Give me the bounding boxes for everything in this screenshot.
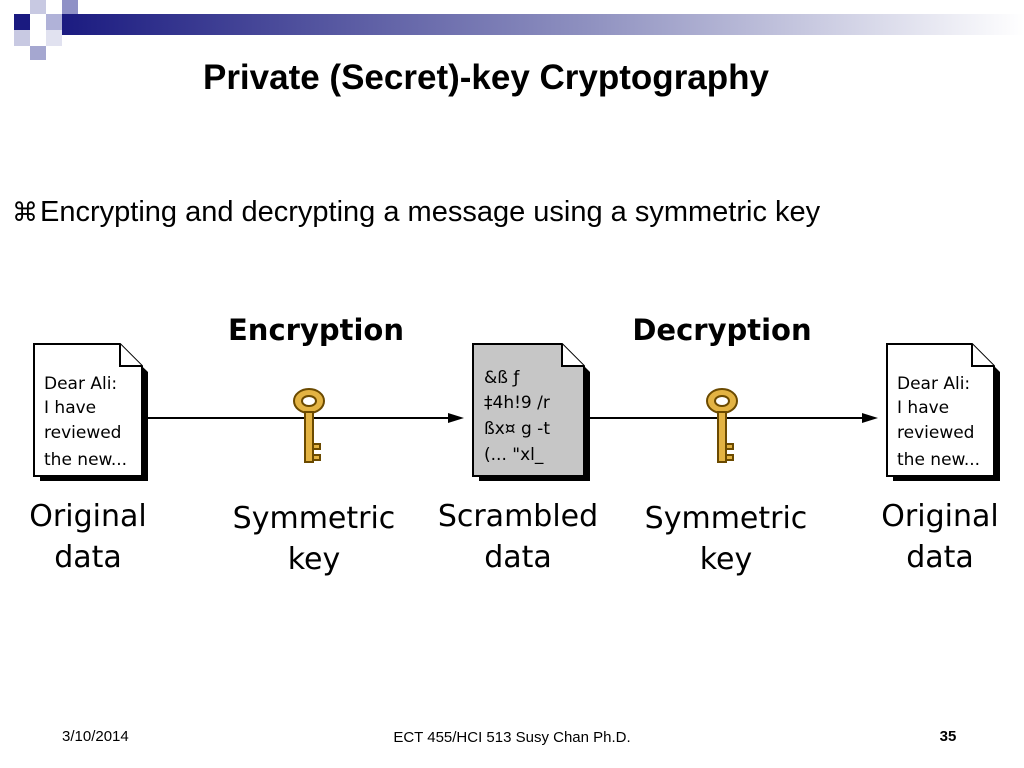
caption-key-right: key: [700, 542, 753, 577]
deco-square: [46, 30, 62, 46]
encryption-diagram: Encryption Decryption Dear Ali: I have r…: [29, 313, 1000, 577]
doc-line: I have: [897, 398, 949, 418]
caption-original-right: data: [906, 540, 974, 575]
doc-line: Dear Ali:: [44, 374, 117, 394]
doc-line: I have: [44, 398, 96, 418]
doc-line: reviewed: [897, 423, 974, 443]
original-document-right-icon: Dear Ali: I have reviewed the new...: [886, 343, 1000, 481]
encryption-header: Encryption: [228, 313, 404, 347]
caption-key-left: Symmetric: [233, 501, 396, 536]
doc-line: the new...: [897, 450, 980, 470]
doc-line: &ß ƒ: [484, 368, 520, 388]
key-icon: [293, 388, 325, 463]
doc-line: (... "xl_: [484, 445, 544, 465]
bullet-text: Encrypting and decrypting a message usin…: [40, 196, 821, 228]
footer-date: 3/10/2014: [62, 728, 129, 745]
caption-scrambled: Scrambled: [438, 499, 598, 534]
caption-scrambled: data: [484, 540, 552, 575]
header-gradient-bar: [58, 14, 1024, 35]
arrow-head: [862, 413, 878, 423]
decryption-header: Decryption: [632, 313, 811, 347]
doc-line: ‡4h!9 /r: [484, 393, 550, 413]
caption-original-right: Original: [881, 499, 998, 534]
scrambled-document-icon: &ß ƒ ‡4h!9 /r ßx¤ g -t (... "xl_: [472, 343, 590, 481]
caption-key-left: key: [288, 542, 341, 577]
doc-line: the new...: [44, 450, 127, 470]
doc-line: Dear Ali:: [897, 374, 970, 394]
deco-square: [14, 14, 30, 30]
deco-square: [30, 46, 46, 60]
corner-decoration: [14, 0, 1024, 60]
deco-square: [62, 0, 78, 14]
caption-original-left: data: [54, 540, 122, 575]
deco-square: [46, 14, 62, 30]
original-document-left-icon: Dear Ali: I have reviewed the new...: [33, 343, 148, 481]
bullet-item: ⌘Encrypting and decrypting a message usi…: [12, 196, 820, 229]
page-number: 35: [939, 728, 957, 745]
arrow-head: [448, 413, 464, 423]
caption-original-left: Original: [29, 499, 146, 534]
caption-key-right: Symmetric: [645, 501, 808, 536]
deco-square: [30, 0, 46, 14]
key-icon: [706, 388, 738, 463]
command-key-icon: ⌘: [12, 198, 38, 228]
slide-title: Private (Secret)-key Cryptography: [202, 58, 770, 97]
doc-line: ßx¤ g -t: [484, 419, 550, 439]
doc-line: reviewed: [44, 423, 121, 443]
footer-course: ECT 455/HCI 513 Susy Chan Ph.D.: [393, 729, 631, 746]
deco-square: [14, 30, 30, 46]
